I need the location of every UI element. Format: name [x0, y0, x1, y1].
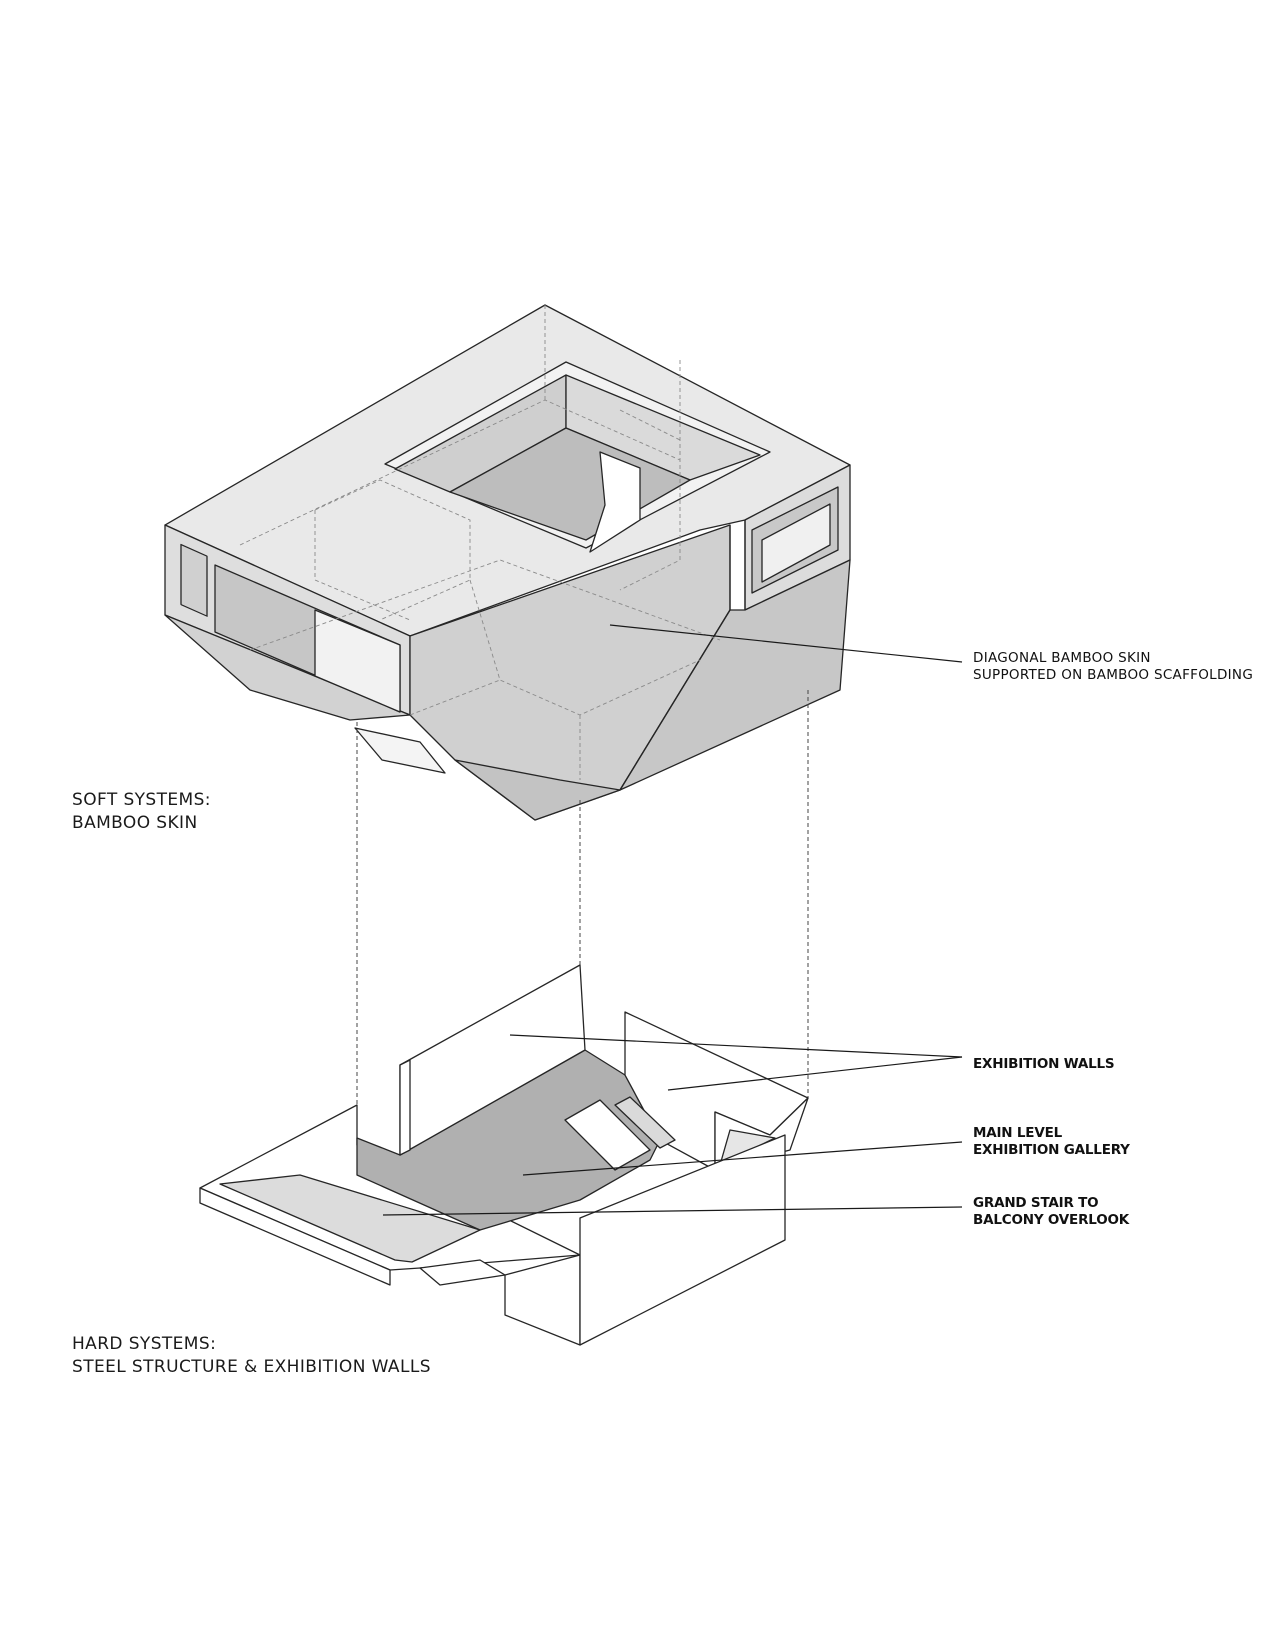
grand-stair-label: GRAND STAIR TO BALCONY OVERLOOK	[973, 1195, 1129, 1229]
bamboo-skin-label-line1: DIAGONAL BAMBOO SKIN	[973, 650, 1151, 666]
bamboo-skin-volume	[164, 304, 851, 821]
exhibition-walls-label: EXHIBITION WALLS	[973, 1056, 1115, 1073]
leader-walls-2	[667, 1056, 963, 1091]
stair-well-treads	[614, 1096, 676, 1149]
soft-systems-subtitle: BAMBOO SKIN	[72, 813, 198, 833]
exhibition-walls-label-line1: EXHIBITION WALLS	[973, 1056, 1115, 1072]
support-box-front	[504, 1254, 581, 1346]
soft-systems-title: SOFT SYSTEMS:	[72, 790, 211, 810]
skin-courtyard-light-opening	[589, 451, 641, 553]
skin-hidden-scaffolding	[239, 305, 721, 780]
hard-systems-subtitle: STEEL STRUCTURE & EXHIBITION WALLS	[72, 1357, 431, 1377]
skin-window-long-reveal	[314, 609, 401, 713]
bamboo-skin-label-line2: SUPPORTED ON BAMBOO SCAFFOLDING	[973, 667, 1254, 683]
hard-systems-title: HARD SYSTEMS:	[72, 1334, 217, 1354]
leader-gallery	[522, 1141, 963, 1176]
bamboo-skin-label: DIAGONAL BAMBOO SKIN SUPPORTED ON BAMBOO…	[973, 650, 1253, 684]
exhibition-gallery-label: MAIN LEVEL EXHIBITION GALLERY	[973, 1125, 1130, 1159]
stair-well-box	[564, 1099, 651, 1171]
skin-right-window-reveal	[761, 503, 831, 583]
exhibition-wall-left-edge	[399, 1059, 411, 1156]
soft-systems-caption: SOFT SYSTEMS: BAMBOO SKIN	[72, 789, 211, 835]
hard-systems-caption: HARD SYSTEMS: STEEL STRUCTURE & EXHIBITI…	[72, 1333, 431, 1379]
support-ledge	[419, 1259, 506, 1286]
grand-stair-label-line1: GRAND STAIR TO	[973, 1195, 1099, 1211]
skin-window-small	[180, 543, 208, 617]
grand-stair-label-line2: BALCONY OVERLOOK	[973, 1212, 1130, 1228]
projection-lines	[356, 690, 809, 1105]
skin-underside-slot	[354, 727, 446, 774]
leader-skin	[609, 624, 963, 663]
exhibition-gallery-label-line2: EXHIBITION GALLERY	[973, 1142, 1130, 1158]
exhibition-gallery-label-line1: MAIN LEVEL	[973, 1125, 1062, 1141]
leader-walls-1	[509, 1034, 963, 1058]
leader-stair	[382, 1206, 963, 1216]
leader-lines	[382, 624, 963, 1216]
grand-stair	[219, 1174, 481, 1263]
stair-deck-edge	[199, 1187, 391, 1286]
steel-structure-assembly	[199, 964, 809, 1346]
support-box-side	[579, 1134, 786, 1346]
